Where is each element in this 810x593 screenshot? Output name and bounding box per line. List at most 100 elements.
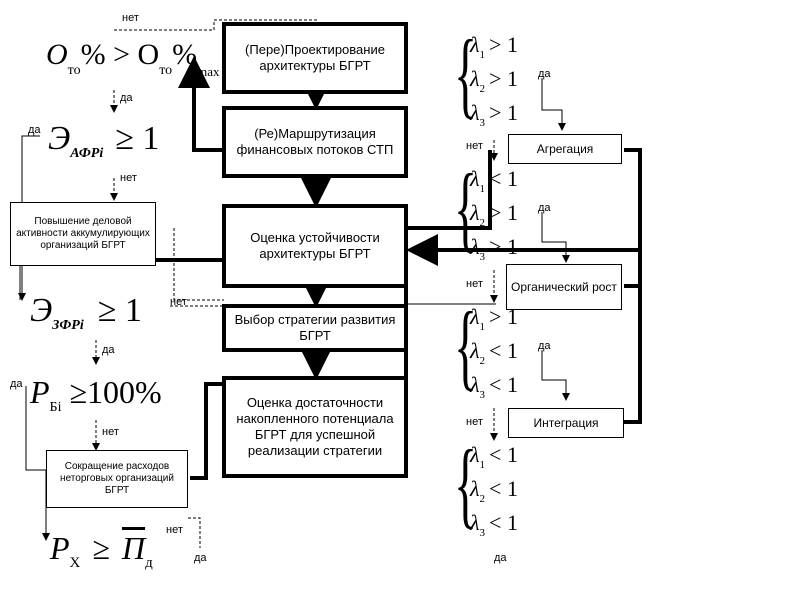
yes-label-c5: да <box>194 552 207 564</box>
lambda-relation: < 1 <box>489 442 518 467</box>
lambda-condition: λ3> 1 <box>470 234 518 263</box>
lambda-group-brace: { <box>454 292 478 399</box>
potential-label: Оценка достаточности накопленного потенц… <box>236 395 394 458</box>
routing-label: (Ре)Маршрутизация финансовых потоков СТП <box>236 126 394 157</box>
lambda-condition: λ2< 1 <box>470 338 518 367</box>
lambda-condition: λ1< 1 <box>470 442 518 471</box>
lambda-symbol: λ <box>470 372 480 397</box>
lambda-index: 2 <box>479 355 486 367</box>
lambda-relation: < 1 <box>489 166 518 191</box>
lambda-condition: λ2< 1 <box>470 476 518 505</box>
g1-yes-line <box>541 78 566 131</box>
lambda-symbol: λ <box>470 66 480 91</box>
lambda-index: 1 <box>479 459 486 471</box>
lambda-condition: λ3> 1 <box>470 100 518 129</box>
aggregation-label: Агрегация <box>536 142 594 156</box>
g2-yes-line <box>541 212 570 263</box>
lambda-symbol: λ <box>470 166 480 191</box>
no-top-line <box>114 19 318 31</box>
yes-label-c3: да <box>102 344 115 356</box>
no-label-c3: нет <box>170 296 187 308</box>
lambda-symbol: λ <box>470 100 480 125</box>
lambda-condition: λ3< 1 <box>470 510 518 539</box>
lambda-symbol: λ <box>470 234 480 259</box>
lambda-group-brace: { <box>454 154 478 261</box>
activity-stability-dash <box>173 228 224 301</box>
lambda-condition: λ1> 1 <box>470 304 518 333</box>
strategy-label: Выбор стратегии развития БГРТ <box>234 312 396 343</box>
lambda-symbol: λ <box>470 304 480 329</box>
activity-box: Повышение деловой активности аккумулирую… <box>10 202 156 266</box>
g4-no-line <box>188 517 201 548</box>
costs-label: Сокращение расходов неторговых организац… <box>60 461 174 496</box>
lambda-relation: > 1 <box>489 200 518 225</box>
yes-label-g2: да <box>538 202 551 214</box>
lambda-symbol: λ <box>470 200 480 225</box>
lambda-index: 3 <box>479 527 486 539</box>
condition-5: РХ≥Пд <box>50 530 153 571</box>
organic-box: Органический рост <box>506 264 622 310</box>
no-label-c2: нет <box>120 172 137 184</box>
lambda-relation: > 1 <box>489 100 518 125</box>
integration-box: Интеграция <box>508 408 624 438</box>
stability-label: Оценка устойчивости архитектуры БГРТ <box>250 230 380 261</box>
lambda-condition: λ1< 1 <box>470 166 518 195</box>
condition-4: РБi≥100% <box>30 374 162 415</box>
lambda-index: 1 <box>479 321 486 333</box>
costs-box: Сокращение расходов неторговых организац… <box>46 450 188 508</box>
lambda-index: 3 <box>479 251 486 263</box>
condition-3: ЭЗФРi≥ 1 <box>30 292 142 333</box>
routing-feedback-line <box>178 56 224 152</box>
lambda-index: 2 <box>479 83 486 95</box>
yes-label-g4: да <box>494 552 507 564</box>
yes-label-g1: да <box>538 68 551 80</box>
lambda-relation: < 1 <box>489 510 518 535</box>
condition-1: Ото% > Ото%max <box>46 38 220 79</box>
costs-to-potential-line <box>190 382 228 480</box>
lambda-condition: λ1> 1 <box>470 32 518 61</box>
no-label-c5: нет <box>166 524 183 536</box>
g3-yes-line <box>541 350 570 401</box>
lambda-relation: > 1 <box>489 32 518 57</box>
lambda-symbol: λ <box>470 510 480 535</box>
lambda-condition: λ2> 1 <box>470 66 518 95</box>
lambda-feedback-line <box>406 150 492 230</box>
lambda-group-brace: { <box>454 430 478 537</box>
lambda-index: 1 <box>479 49 486 61</box>
yes-label-c4: да <box>10 378 23 390</box>
aggregation-box: Агрегация <box>508 134 622 164</box>
design-label: (Пере)Проектирование архитектуры БГРТ <box>245 42 385 73</box>
lambda-condition: λ3< 1 <box>470 372 518 401</box>
lambda-index: 3 <box>479 117 486 129</box>
lambda-symbol: λ <box>470 476 480 501</box>
lambda-relation: < 1 <box>489 338 518 363</box>
no-label-top: нет <box>122 12 139 24</box>
integration-label: Интеграция <box>533 416 599 430</box>
no-label-c4: нет <box>102 426 119 438</box>
lambda-relation: < 1 <box>489 372 518 397</box>
lambda-symbol: λ <box>470 32 480 57</box>
activity-label: Повышение деловой активности аккумулирую… <box>16 216 150 251</box>
lambda-relation: > 1 <box>489 66 518 91</box>
lambda-symbol: λ <box>470 338 480 363</box>
condition-2: ЭАФРi≥ 1 <box>48 120 160 161</box>
strategy-box: Выбор стратегии развития БГРТ <box>222 304 408 352</box>
yes-label-c2: да <box>28 124 41 136</box>
lambda-relation: > 1 <box>489 304 518 329</box>
lambda-symbol: λ <box>470 442 480 467</box>
yes-label-g3: да <box>538 340 551 352</box>
lambda-relation: > 1 <box>489 234 518 259</box>
dashed-connectors <box>92 19 498 548</box>
stability-box: Оценка устойчивости архитектуры БГРТ <box>222 204 408 288</box>
no-label-g1: нет <box>466 140 483 152</box>
potential-box: Оценка достаточности накопленного потенц… <box>222 376 408 478</box>
no-label-g3: нет <box>466 416 483 428</box>
lambda-condition: λ2> 1 <box>470 200 518 229</box>
design-box: (Пере)Проектирование архитектуры БГРТ <box>222 22 408 94</box>
lambda-group-brace: { <box>454 20 478 127</box>
lambda-index: 2 <box>479 493 486 505</box>
routing-box: (Ре)Маршрутизация финансовых потоков СТП <box>222 106 408 178</box>
lambda-index: 3 <box>479 389 486 401</box>
organic-label: Органический рост <box>511 280 617 294</box>
no-label-g2: нет <box>466 278 483 290</box>
